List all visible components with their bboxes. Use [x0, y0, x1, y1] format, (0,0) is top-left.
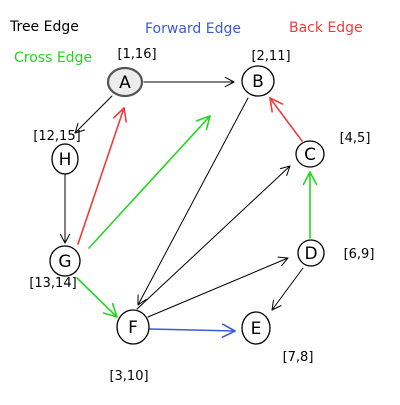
legend-cross-edge: Cross Edge [14, 50, 92, 66]
node-label: H [59, 150, 72, 170]
arrowhead-icon [269, 97, 284, 113]
node-label: F [128, 318, 138, 338]
node-label: D [304, 244, 317, 264]
node-circle [106, 66, 144, 98]
edge-a-b-tree [143, 76, 235, 88]
node-g: G [49, 245, 81, 277]
arrowhead-icon [196, 115, 211, 131]
node-label: B [252, 72, 264, 92]
edge-g-f-cross [76, 277, 118, 318]
arrowhead-icon [74, 122, 86, 134]
arrowhead-icon [271, 299, 282, 311]
edges-layer [59, 76, 318, 339]
arrowhead-icon [102, 302, 118, 318]
edge-d-e-tree [271, 267, 304, 311]
edge-a-h-tree [74, 95, 113, 134]
edge-g-b-cross [88, 115, 211, 249]
nodes-layer: A B C D E F G H [49, 65, 325, 345]
node-d: D [297, 239, 325, 267]
node-f: F [116, 309, 150, 345]
node-a: A [106, 66, 144, 98]
node-circle [241, 311, 271, 345]
interval-label-c: [4,5] [340, 131, 371, 146]
node-circle [116, 309, 150, 345]
arrowhead-icon [221, 323, 236, 339]
interval-label-d: [6,9] [344, 247, 375, 262]
node-c: C [295, 140, 325, 168]
node-b: B [241, 65, 275, 97]
interval-label-f: [3,10] [109, 369, 148, 384]
edge-d-c-cross [302, 171, 318, 239]
edge-line [77, 107, 125, 245]
interval-label-b: [2,11] [251, 49, 290, 64]
node-label: C [304, 145, 316, 165]
arrowhead-icon [137, 294, 147, 306]
edge-line [149, 328, 236, 332]
edge-f-d-tree [147, 256, 289, 318]
node-circle [241, 65, 275, 97]
node-e: E [241, 311, 271, 345]
edge-line [137, 97, 249, 306]
interval-label-e: [7,8] [283, 350, 314, 365]
interval-label-h: [12,15] [33, 129, 80, 144]
arrowhead-icon [113, 107, 127, 123]
node-label: E [251, 319, 262, 339]
edge-line [136, 165, 291, 310]
edge-f-e-forward [149, 323, 236, 339]
arrowhead-icon [302, 171, 318, 186]
edge-g-a-back [77, 107, 127, 245]
edge-line [88, 115, 211, 249]
node-label: A [119, 73, 131, 93]
intervals-layer: [1,16] [2,11] [4,5] [6,9] [7,8] [3,10] [13,14]… [29, 47, 374, 384]
edge-b-f-tree [137, 97, 249, 306]
edge-line [74, 95, 113, 134]
interval-label-g: [13,14] [29, 276, 76, 291]
node-circle [295, 140, 325, 168]
legend-tree-edge: Tree Edge [9, 19, 79, 35]
legend-forward-edge: Forward Edge [145, 21, 241, 37]
edge-h-g-tree [59, 173, 71, 244]
arrowhead-icon [279, 165, 291, 176]
node-label: G [58, 252, 71, 272]
arrowhead-icon [59, 233, 71, 244]
edge-f-c-tree [136, 165, 291, 310]
edge-line [269, 97, 303, 142]
node-circle [297, 239, 325, 267]
node-circle [51, 143, 79, 175]
arrowhead-icon [224, 76, 235, 88]
edge-line [147, 257, 289, 318]
edge-c-b-back [269, 97, 303, 142]
interval-label-a: [1,16] [117, 47, 156, 62]
edge-line [271, 267, 304, 311]
arrowhead-icon [277, 256, 289, 267]
node-circle [49, 245, 81, 277]
node-h: H [51, 143, 79, 175]
legend-back-edge: Back Edge [289, 20, 363, 36]
edge-line [76, 277, 118, 318]
